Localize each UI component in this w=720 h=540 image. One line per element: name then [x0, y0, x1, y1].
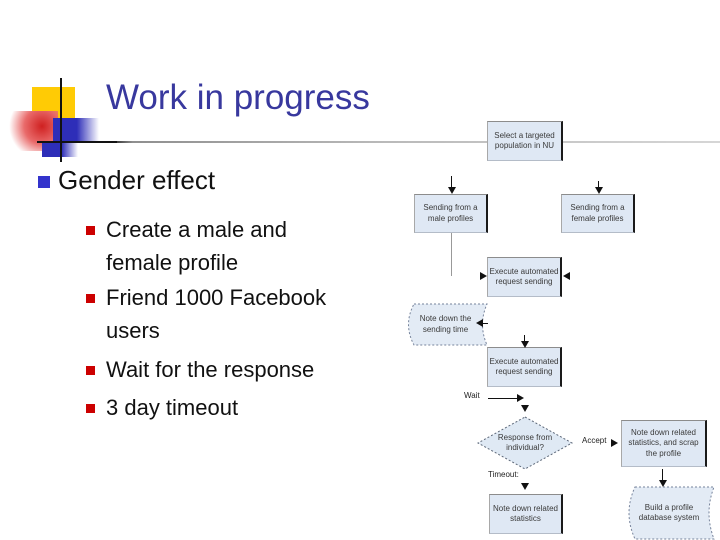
node-label: Note down the sending time	[419, 314, 472, 334]
node-label: Note down related statistics, and scrap …	[628, 427, 699, 458]
arrow-line-to-note-time	[482, 323, 488, 324]
node-label: Execute automated request sending	[489, 266, 559, 286]
arrowhead-left-icon	[476, 319, 483, 327]
flowchart-node-note-sending-time: Note down the sending time	[402, 303, 489, 346]
arrowhead-right-icon	[611, 439, 618, 447]
list-item: Wait for the response	[106, 357, 315, 382]
flowchart-node-sending-female: Sending from a female profiles	[561, 194, 635, 233]
arrowhead-down-icon	[521, 405, 529, 412]
arrowhead-right-icon	[480, 272, 487, 280]
edge-label-timeout: Timeout:	[488, 470, 519, 479]
bullet-square-level2	[86, 404, 95, 413]
flowchart-node-response-decision: Response from individual?	[477, 416, 573, 470]
page-title: Work in progress	[106, 78, 370, 117]
arrowhead-right-icon	[517, 394, 524, 402]
arrowhead-left-icon	[563, 272, 570, 280]
node-label: Execute automated request sending	[489, 356, 559, 376]
flowchart-node-note-statistics: Note down related statistics	[489, 494, 563, 534]
node-label: Sending from a male profiles	[423, 203, 478, 223]
bullet-square-level2	[86, 226, 95, 235]
list-item: Friend 1000 Facebook users	[106, 285, 327, 343]
stored-data-shape-icon	[628, 486, 715, 540]
edge-label-wait: Wait	[464, 391, 480, 400]
title-underline	[37, 141, 720, 143]
list-item: Create a male and female profile	[106, 217, 287, 275]
decision-diamond-icon	[477, 416, 573, 470]
arrow-line-to-male	[451, 176, 452, 188]
node-label: Select a targeted population in NU	[494, 130, 555, 150]
flowchart-node-build-database: Build a profile database system	[622, 486, 716, 540]
node-label: Note down related statistics	[493, 503, 558, 523]
list-item: 3 day timeout	[106, 395, 239, 420]
bullet-square-level2	[86, 366, 95, 375]
flowchart-node-execute-2: Execute automated request sending	[487, 347, 562, 387]
bullet-square-level1	[38, 176, 50, 188]
bullet-level1-text: Gender effect	[58, 165, 216, 195]
edge-label-accept: Accept	[582, 436, 607, 445]
flowchart-node-select-population: Select a targeted population in NU	[487, 121, 563, 161]
arrow-line-from-male	[451, 233, 452, 276]
flowchart-node-execute-1: Execute automated request sending	[487, 257, 562, 297]
arrowhead-down-icon	[521, 483, 529, 490]
flowchart-node-sending-male: Sending from a male profiles	[414, 194, 488, 233]
arrowhead-down-icon	[595, 187, 603, 194]
arrowhead-down-icon	[659, 480, 667, 487]
arrowhead-down-icon	[448, 187, 456, 194]
node-label: Sending from a female profiles	[570, 203, 625, 223]
deco-crosshair-vertical	[60, 78, 62, 162]
arrow-line-execute1-execute2	[524, 335, 525, 342]
arrow-line-wait	[488, 398, 518, 399]
deco-crosshair-horizontal	[37, 141, 117, 143]
node-label: Build a profile database system	[638, 502, 700, 522]
stored-data-shape-icon	[408, 303, 488, 346]
node-label: Response from individual?	[497, 432, 553, 452]
arrowhead-down-icon	[521, 341, 529, 348]
bullet-square-level2	[86, 294, 95, 303]
arrow-line-to-female	[598, 181, 599, 188]
arrow-line-scrap-to-build	[662, 469, 663, 481]
flowchart-node-note-scrap: Note down related statistics, and scrap …	[621, 420, 707, 467]
